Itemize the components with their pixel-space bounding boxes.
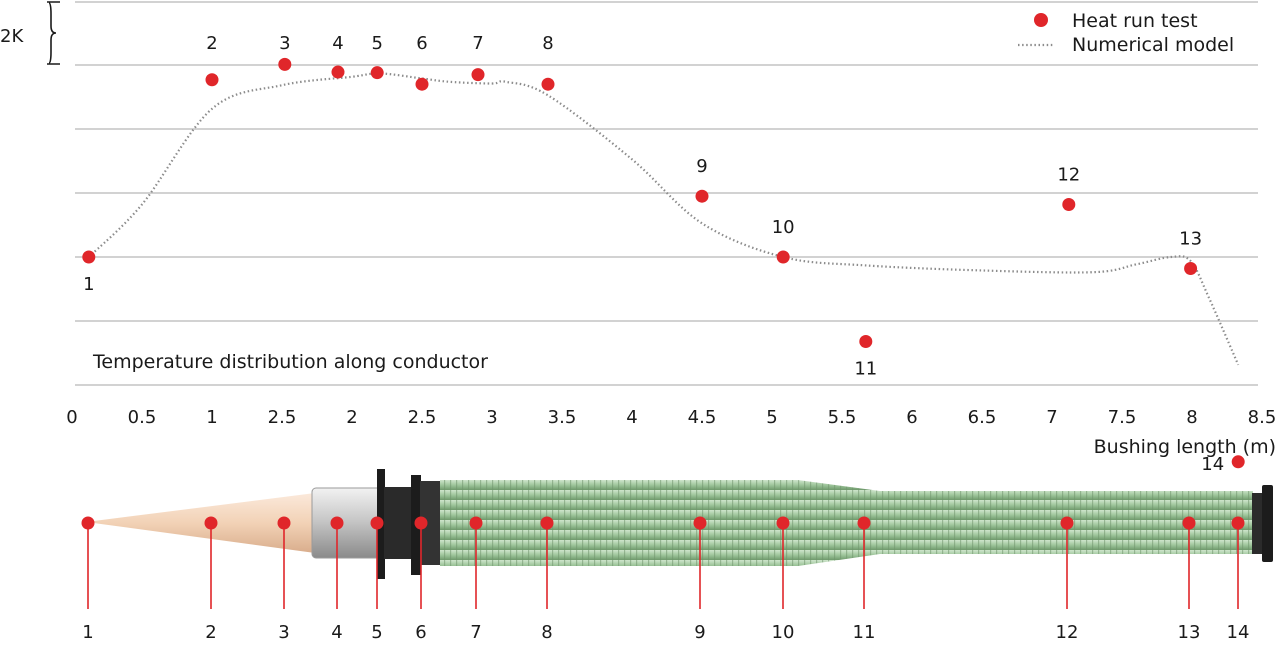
x-axis-label: Bushing length (m)	[1094, 436, 1276, 458]
x-tick-label: 5	[766, 407, 777, 428]
heat-run-test-series	[82, 57, 1245, 469]
measurement-label-6: 6	[415, 622, 426, 643]
measurement-point-4	[330, 516, 344, 530]
measurement-point-12	[1060, 516, 1074, 530]
data-point-10	[776, 250, 790, 264]
measurement-label-8: 8	[541, 622, 552, 643]
measurement-point-14	[1231, 516, 1245, 530]
measurement-point-1	[81, 516, 95, 530]
bushing-insulator-ribs	[440, 480, 1253, 566]
x-tick-label: 4	[626, 407, 637, 428]
bushing-cone	[86, 493, 315, 553]
measurement-label-14: 14	[1227, 622, 1250, 643]
measurement-label-11: 11	[853, 622, 876, 643]
measurement-point-8	[540, 516, 554, 530]
data-label-1: 1	[83, 274, 94, 295]
x-tick-label: 6.5	[968, 407, 997, 428]
x-tick-label: 6	[906, 407, 917, 428]
measurement-label-1: 1	[82, 622, 93, 643]
measurement-label-13: 13	[1178, 622, 1201, 643]
measurement-label-12: 12	[1056, 622, 1079, 643]
chart-title: Temperature distribution along conductor	[92, 351, 488, 373]
grid	[75, 1, 1258, 386]
x-tick-label: 3	[486, 407, 497, 428]
scale-bracket	[47, 1, 60, 65]
measurement-point-6	[414, 516, 428, 530]
data-point-14	[1231, 455, 1245, 469]
data-label-12: 12	[1057, 165, 1080, 186]
x-tick-label: 8.5	[1248, 407, 1277, 428]
legend-label-heat-run-test: Heat run test	[1072, 10, 1198, 32]
legend: Heat run test Numerical model	[1018, 10, 1234, 56]
bushing-base	[420, 481, 442, 565]
x-tick-label: 5.5	[828, 407, 857, 428]
measurement-point-2	[204, 516, 218, 530]
measurement-point-5	[370, 516, 384, 530]
data-point-6	[415, 77, 429, 91]
x-tick-label: 0.5	[128, 407, 157, 428]
measurement-label-4: 4	[331, 622, 342, 643]
measurement-label-2: 2	[205, 622, 216, 643]
bushing-flange-body	[384, 487, 414, 559]
data-point-13	[1184, 262, 1198, 276]
measurement-point-3	[277, 516, 291, 530]
data-point-5	[370, 66, 384, 80]
data-point-7	[471, 68, 485, 82]
data-label-2: 2	[206, 33, 217, 54]
measurement-label-7: 7	[470, 622, 481, 643]
x-tick-label: 2	[346, 407, 357, 428]
data-label-3: 3	[279, 33, 290, 54]
x-tick-label: 0	[66, 407, 77, 428]
data-point-8	[541, 77, 555, 91]
x-tick-label: 3.5	[548, 407, 577, 428]
data-label-5: 5	[371, 33, 382, 54]
x-tick-label: 2.5	[268, 407, 297, 428]
x-tick-label: 4.5	[688, 407, 717, 428]
data-point-3	[278, 57, 292, 71]
bushing-end-plate	[1262, 485, 1273, 562]
legend-marker-heat-run-test	[1034, 13, 1048, 27]
data-point-4	[331, 65, 345, 79]
legend-label-numerical-model: Numerical model	[1072, 34, 1234, 56]
measurement-point-7	[469, 516, 483, 530]
measurement-point-11	[857, 516, 871, 530]
data-label-9: 9	[696, 156, 707, 177]
x-tick-label: 7	[1046, 407, 1057, 428]
measurement-point-9	[693, 516, 707, 530]
data-label-13: 13	[1179, 229, 1202, 250]
data-point-2	[205, 73, 219, 87]
data-label-11: 11	[854, 358, 877, 379]
measurement-point-13	[1182, 516, 1196, 530]
bushing-illustration	[86, 469, 1273, 579]
data-label-7: 7	[472, 33, 483, 54]
x-tick-labels: 0 0.5 1 2.5 2 2.5 3 3.5 4 4.5 5 5.5 6 6.5 7 7.5 8 8.5	[66, 407, 1276, 428]
measurement-label-5: 5	[371, 622, 382, 643]
measurement-point-10	[776, 516, 790, 530]
data-point-9	[695, 189, 709, 203]
data-point-1	[82, 250, 96, 264]
measurement-label-9: 9	[694, 622, 705, 643]
measurement-label-10: 10	[772, 622, 795, 643]
data-point-12	[1062, 198, 1076, 212]
x-tick-label: 8	[1186, 407, 1197, 428]
data-label-8: 8	[542, 33, 553, 54]
data-label-4: 4	[332, 33, 343, 54]
scale-label: 2K	[0, 26, 24, 47]
x-tick-label: 7.5	[1108, 407, 1137, 428]
data-label-6: 6	[416, 33, 427, 54]
data-label-14: 14	[1201, 454, 1224, 475]
measurement-label-3: 3	[278, 622, 289, 643]
x-tick-label: 2.5	[408, 407, 437, 428]
data-label-10: 10	[772, 217, 795, 238]
x-tick-label: 1	[206, 407, 217, 428]
bushing-end-cap	[1252, 493, 1264, 554]
data-point-11	[859, 334, 873, 348]
